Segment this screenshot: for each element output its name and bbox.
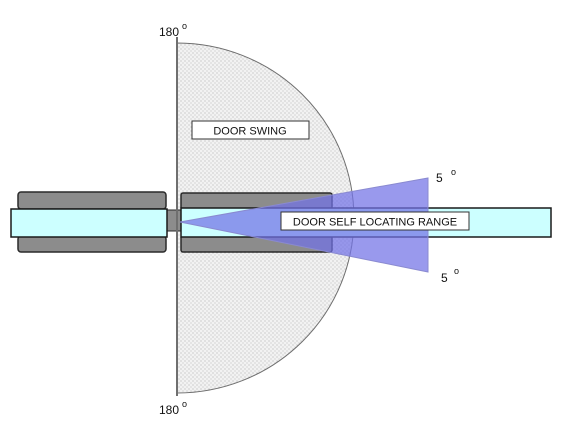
angle-top-value: 180 <box>159 25 179 39</box>
pivot-block <box>165 209 183 232</box>
left-door-leaf <box>10 208 168 238</box>
angle-bottom-degree: o <box>182 399 187 409</box>
angle-bottom-value: 180 <box>159 403 179 417</box>
angle-upper-range-degree: o <box>451 167 456 177</box>
door-swing-label: DOOR SWING <box>213 126 286 138</box>
door-swing-label-box <box>191 120 310 140</box>
left-frame-bottom <box>17 235 167 253</box>
range-label: DOOR SELF LOCATING RANGE <box>293 217 457 229</box>
angle-lower-range-degree: o <box>454 266 459 276</box>
angle-upper-range-value: 5 <box>436 171 443 185</box>
range-label-box <box>280 211 470 231</box>
angle-top-degree: o <box>182 21 187 31</box>
left-frame-top <box>17 191 167 210</box>
angle-lower-range-value: 5 <box>441 271 448 285</box>
